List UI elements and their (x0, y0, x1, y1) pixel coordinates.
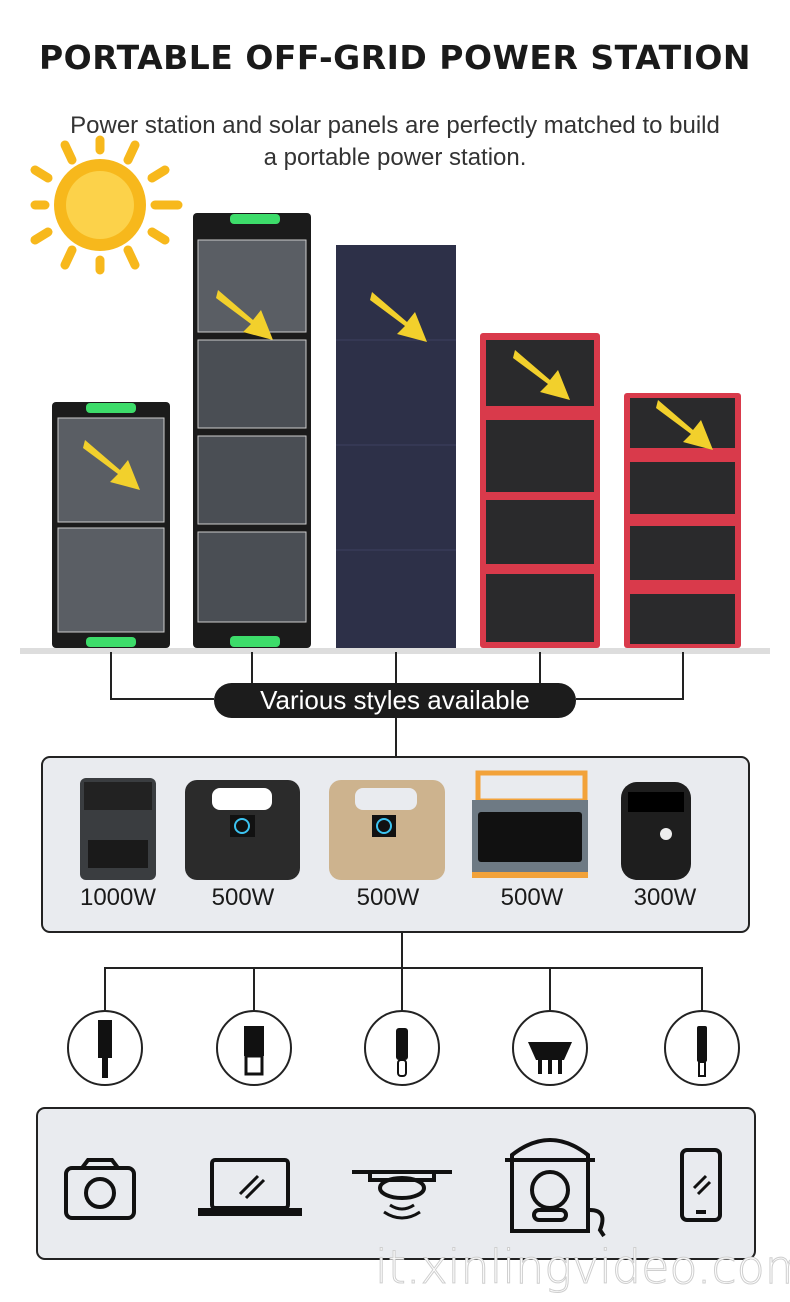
solar-panel-4 (480, 333, 600, 648)
connector-lines (104, 652, 703, 1011)
subtitle-line-2: a portable power station. (263, 144, 527, 171)
solar-panel-3 (336, 245, 456, 648)
devices-box (36, 1107, 756, 1260)
drone-icon (352, 1170, 452, 1220)
power-station-300w (621, 782, 691, 880)
power-station-500w-black (185, 780, 300, 880)
solar-panel-1 (52, 402, 170, 648)
subtitle-line-1: Power station and solar panels are perfe… (70, 112, 720, 139)
power-station-500w-tan (329, 780, 445, 880)
power-station-500w-orange (472, 770, 588, 878)
solar-panel-5 (624, 393, 741, 648)
watermark: it.xinlingvideo.com (375, 1240, 790, 1295)
station-label-500w-3: 500W (500, 884, 564, 911)
various-styles-label: Various styles available (214, 683, 576, 718)
station-label-500w-1: 500W (211, 884, 275, 911)
camera-icon (64, 1158, 136, 1220)
rice-cooker-icon (505, 1138, 606, 1238)
station-label-500w-2: 500W (356, 884, 420, 911)
solar-panel-2 (193, 213, 311, 648)
station-label-1000w: 1000W (79, 884, 157, 911)
smartphone-icon (680, 1148, 722, 1222)
station-label-300w: 300W (633, 884, 697, 911)
sun-icon (30, 135, 183, 275)
page-title: PORTABLE OFF-GRID POWER STATION (38, 38, 752, 77)
power-station-1000w (80, 778, 156, 880)
laptop-icon (198, 1158, 302, 1216)
